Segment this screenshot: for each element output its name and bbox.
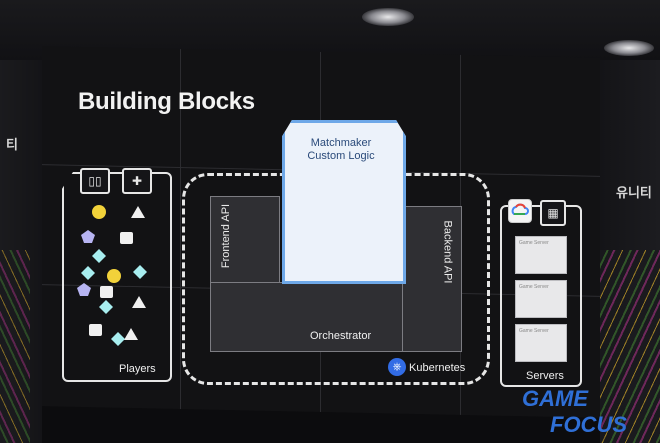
matchmaker-line2: Custom Logic [307,150,375,162]
game-server-card: Game Server [515,280,567,318]
google-cloud-icon [508,199,532,223]
kubernetes-icon: ⎈ [388,358,406,376]
ceiling-lamp-left [362,8,414,26]
player-pentagon [77,283,91,296]
player-square [100,286,113,298]
gamefocus-watermark-logo: GAME FOCUS [522,386,627,437]
player-circle [107,269,121,283]
game-server-label: Game Server [519,240,549,246]
players-label: Players [119,363,156,375]
player-diamond [81,266,95,280]
gamepad-icon: ✚ [122,168,152,194]
matchmaker-line1: Matchmaker [310,137,372,149]
left-banner-stripes [0,250,30,443]
backend-api-box [402,206,462,352]
player-square [120,232,133,244]
player-triangle [131,206,145,218]
game-server-label: Game Server [519,328,549,334]
player-square [89,324,102,336]
server-rack-icon: ▦ [540,200,566,226]
watermark-line1: GAME [522,386,589,411]
left-banner-text: 티 [6,137,18,152]
player-diamond [133,265,147,279]
matchmaker-label: Matchmaker Custom Logic [282,137,400,163]
player-pentagon [81,230,95,243]
slide-title: Building Blocks [78,88,255,115]
game-server-label: Game Server [519,284,549,290]
player-triangle [124,328,138,340]
watermark-line2: FOCUS [550,412,627,437]
right-banner-stripes [600,250,660,443]
player-diamond [99,300,113,314]
orchestrator-label: Orchestrator [310,330,372,342]
player-diamond [92,249,106,263]
players-shapes [77,205,147,346]
player-triangle [132,296,146,308]
game-server-card: Game Server [515,236,567,274]
kubernetes-label: Kubernetes [409,362,466,374]
player-circle [92,205,106,219]
backend-api-label: Backend API [441,220,454,284]
game-server-card: Game Server [515,324,567,362]
ceiling-lamp-right [604,40,654,56]
servers-label: Servers [526,370,564,382]
players-panel [62,172,172,382]
matchmaker-box [282,120,406,284]
frontend-api-label: Frontend API [220,203,233,269]
phone-icon: ▯▯ [80,168,110,194]
player-diamond [111,332,125,346]
right-banner-text: 유니티 [616,185,652,200]
